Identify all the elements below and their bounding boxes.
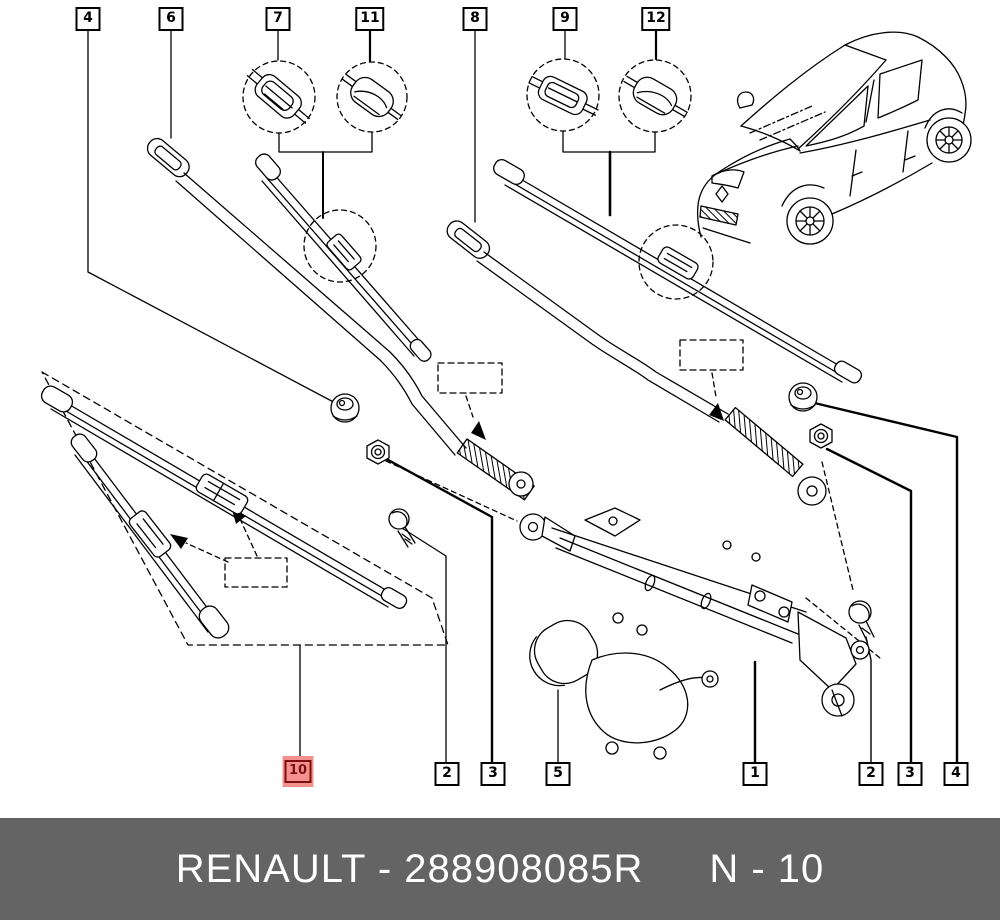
passenger-wiper-arm (446, 220, 827, 506)
callout-bottom-2-right[interactable]: 2 (858, 762, 884, 786)
passenger-wiper-blade (493, 158, 863, 384)
bottom-leader-lines (299, 399, 959, 764)
callout-highlight-10[interactable]: 10 (282, 756, 314, 787)
callout-bottom-3-left[interactable]: 3 (480, 762, 506, 786)
callout-bottom-1[interactable]: 1 (742, 762, 768, 786)
top-leader-lines (87, 26, 658, 407)
callout-bottom-10[interactable]: 10 (284, 760, 312, 783)
callout-top-8[interactable]: 8 (462, 7, 488, 31)
connector-detail-7 (246, 68, 310, 124)
callout-top-7[interactable]: 7 (265, 7, 291, 31)
detail-brackets (278, 130, 656, 219)
callout-bottom-5[interactable]: 5 (545, 762, 571, 786)
callout-top-4[interactable]: 4 (75, 7, 101, 31)
callout-top-9[interactable]: 9 (552, 7, 578, 31)
dashed-mount-lines (185, 372, 881, 669)
car-illustration (696, 31, 972, 245)
dashed-reference-boxes (224, 339, 744, 588)
callout-bottom-2-left[interactable]: 2 (434, 762, 460, 786)
connector-detail-9 (528, 75, 599, 116)
right-fixing-hardware (788, 382, 875, 642)
footer-bar: RENAULT - 288908085R N - 10 (0, 818, 1000, 920)
footer-part-number: RENAULT - 288908085R (175, 846, 644, 891)
callout-bottom-4-right[interactable]: 4 (943, 762, 969, 786)
driver-wiper-blade (255, 153, 432, 362)
left-fixing-hardware (330, 393, 416, 548)
footer-page-ref: N - 10 (709, 846, 825, 891)
callout-top-11[interactable]: 11 (355, 7, 385, 31)
connector-detail-12 (623, 75, 688, 118)
blade-kit-blades (40, 385, 408, 639)
callout-bottom-3-right[interactable]: 3 (897, 762, 923, 786)
callout-top-12[interactable]: 12 (641, 7, 671, 31)
driver-wiper-arm (146, 137, 535, 501)
blade-kit-enclosure (41, 371, 449, 646)
wiper-linkage-assembly (519, 507, 870, 760)
callout-top-6[interactable]: 6 (158, 7, 184, 31)
connector-detail-11 (342, 73, 402, 121)
detail-circles (242, 58, 714, 300)
